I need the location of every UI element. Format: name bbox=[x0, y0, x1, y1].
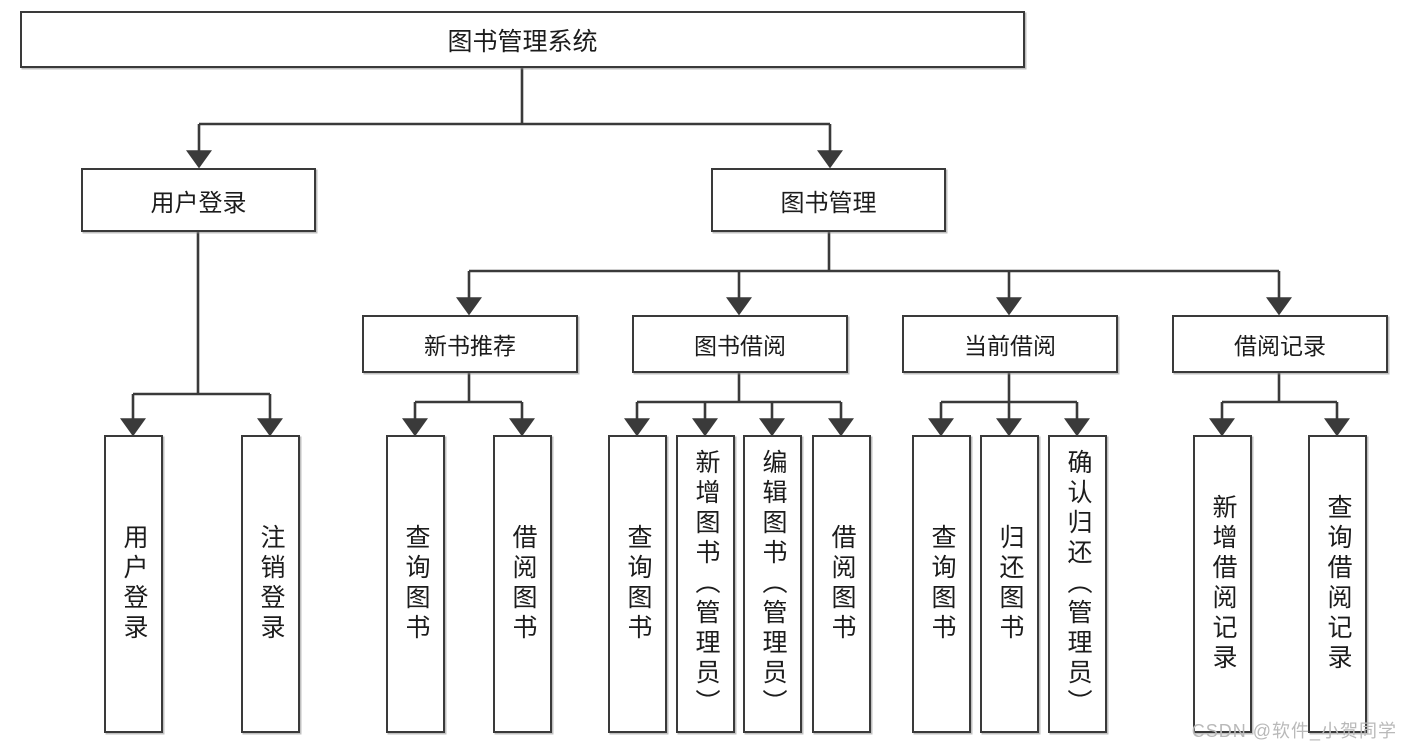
node-label: 编辑图书（管理员） bbox=[759, 449, 787, 719]
leaf-query-borrow-record[interactable]: 查询借阅记录 bbox=[1308, 435, 1367, 733]
node-label: 用户登录 bbox=[120, 524, 148, 644]
node-book-borrow[interactable]: 图书借阅 bbox=[632, 315, 848, 373]
node-label: 查询图书 bbox=[928, 524, 956, 644]
node-label: 借阅图书 bbox=[509, 524, 537, 644]
node-label: 确认归还（管理员） bbox=[1064, 449, 1092, 719]
leaf-logout[interactable]: 注销登录 bbox=[241, 435, 300, 733]
node-user-login[interactable]: 用户登录 bbox=[81, 168, 316, 232]
leaf-add-book-admin[interactable]: 新增图书（管理员） bbox=[676, 435, 735, 733]
node-label: 图书管理 bbox=[780, 189, 877, 217]
leaf-query-book-current[interactable]: 查询图书 bbox=[912, 435, 971, 733]
leaf-query-book-borrow[interactable]: 查询图书 bbox=[608, 435, 667, 733]
node-label: 借阅图书 bbox=[828, 524, 856, 644]
node-label: 归还图书 bbox=[996, 524, 1024, 644]
leaf-add-borrow-record[interactable]: 新增借阅记录 bbox=[1193, 435, 1252, 733]
node-label: 注销登录 bbox=[257, 524, 285, 644]
leaf-confirm-return-admin[interactable]: 确认归还（管理员） bbox=[1048, 435, 1107, 733]
node-book-management[interactable]: 图书管理 bbox=[711, 168, 946, 232]
node-label: 新增图书（管理员） bbox=[692, 449, 720, 719]
leaf-edit-book-admin[interactable]: 编辑图书（管理员） bbox=[743, 435, 802, 733]
node-borrow-record[interactable]: 借阅记录 bbox=[1172, 315, 1388, 373]
node-label: 当前借阅 bbox=[964, 333, 1056, 359]
node-label: 查询图书 bbox=[402, 524, 430, 644]
leaf-borrow-book[interactable]: 借阅图书 bbox=[812, 435, 871, 733]
leaf-user-login[interactable]: 用户登录 bbox=[104, 435, 163, 733]
node-label: 新增借阅记录 bbox=[1209, 494, 1237, 674]
node-root-system[interactable]: 图书管理系统 bbox=[20, 11, 1025, 68]
node-current-borrow[interactable]: 当前借阅 bbox=[902, 315, 1118, 373]
node-label: 用户登录 bbox=[150, 189, 247, 217]
node-label: 图书借阅 bbox=[694, 333, 786, 359]
leaf-query-book-recommend[interactable]: 查询图书 bbox=[386, 435, 445, 733]
node-label: 新书推荐 bbox=[424, 333, 516, 359]
node-label: 查询借阅记录 bbox=[1324, 494, 1352, 674]
leaf-borrow-book-recommend[interactable]: 借阅图书 bbox=[493, 435, 552, 733]
watermark-text: CSDN @软件_小贺同学 bbox=[1191, 721, 1397, 741]
leaf-return-book[interactable]: 归还图书 bbox=[980, 435, 1039, 733]
node-label: 借阅记录 bbox=[1234, 333, 1326, 359]
node-label: 查询图书 bbox=[624, 524, 652, 644]
node-new-book-recommend[interactable]: 新书推荐 bbox=[362, 315, 578, 373]
node-label: 图书管理系统 bbox=[447, 27, 598, 56]
